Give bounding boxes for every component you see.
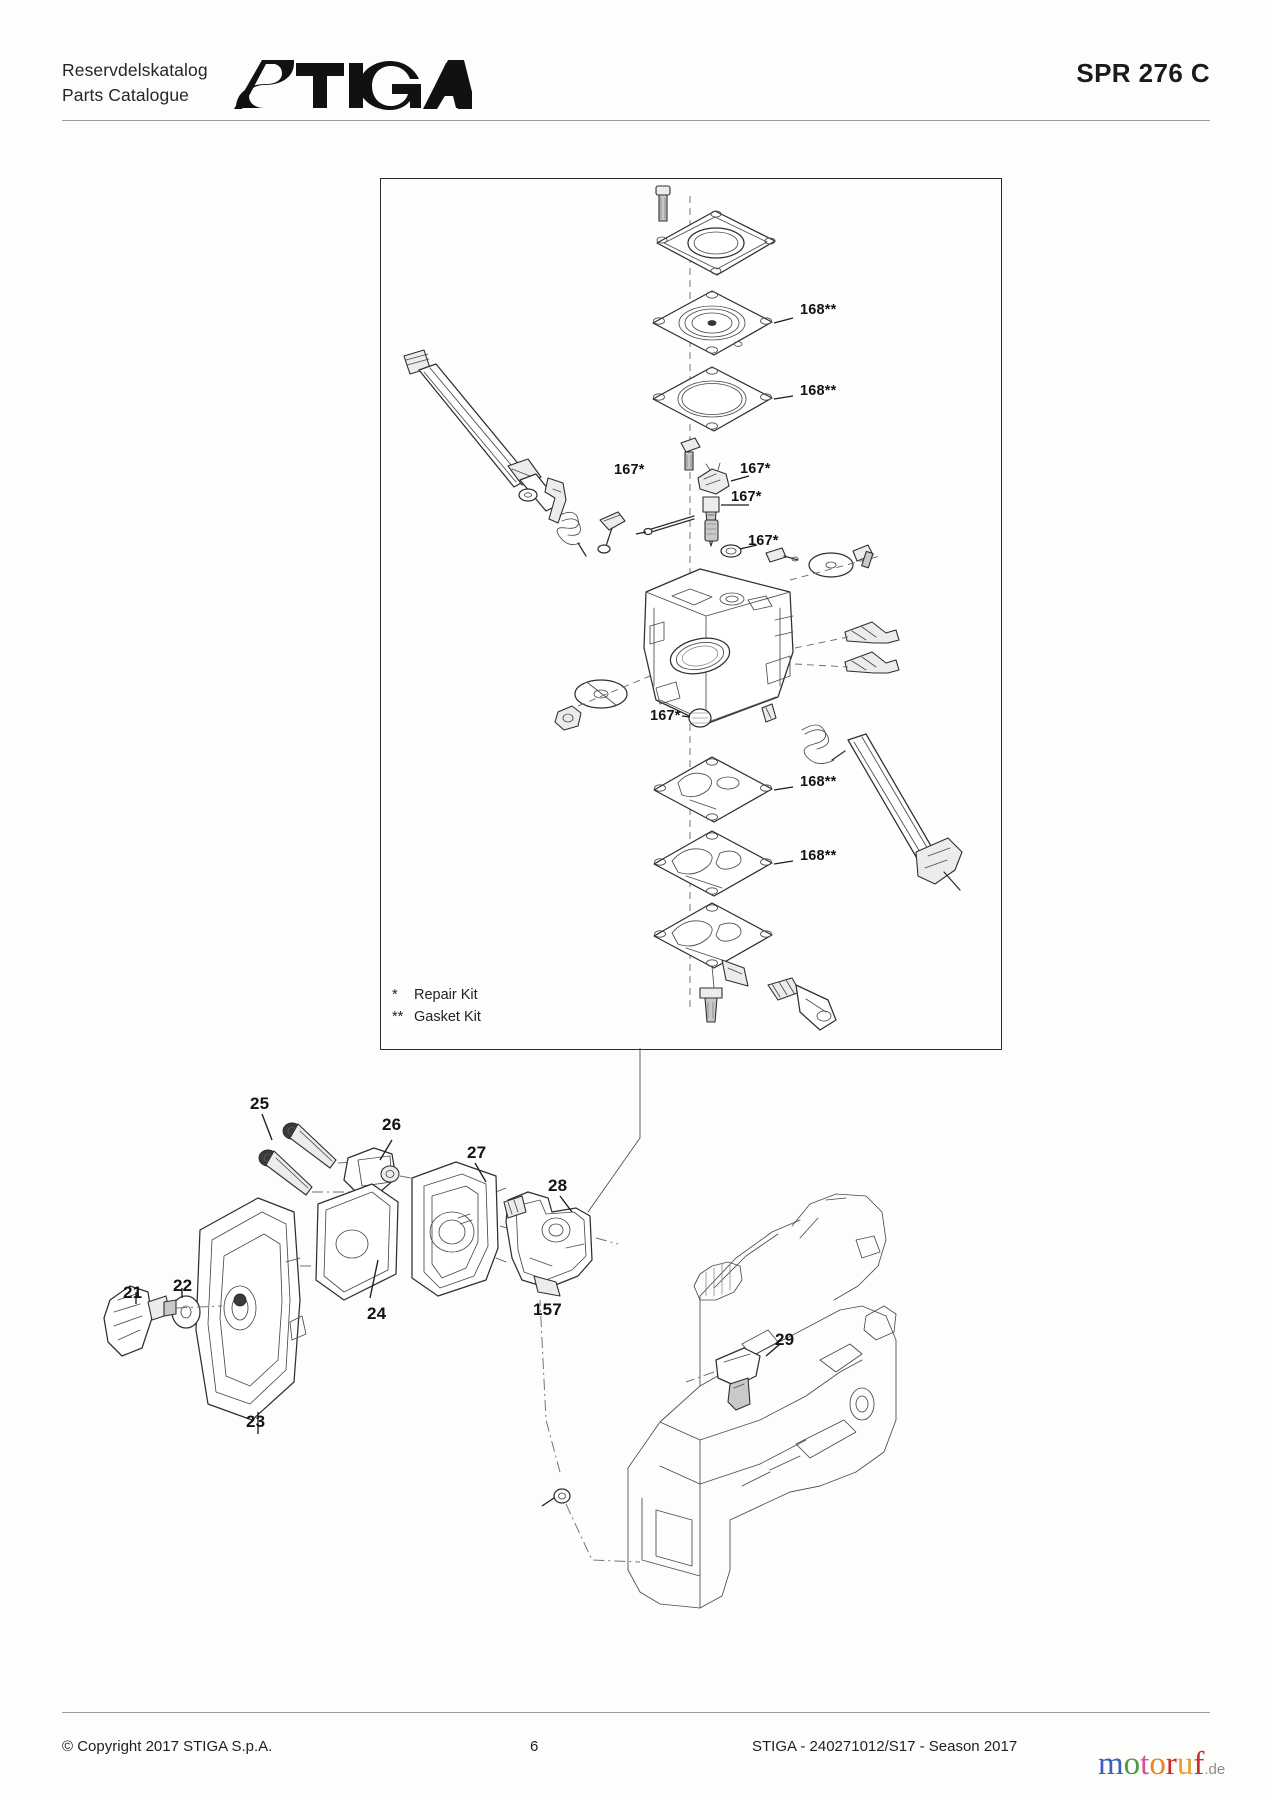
legend-row-gasket-kit: ** Gasket Kit bbox=[392, 1007, 481, 1029]
stiga-logo bbox=[234, 60, 472, 110]
page-title: SPR 276 C bbox=[1076, 58, 1210, 88]
watermark-letter: u bbox=[1176, 1746, 1194, 1782]
motoruf-watermark: motoruf.de bbox=[1098, 1748, 1225, 1781]
callout-168-b: 168** bbox=[800, 383, 837, 399]
callout-24: 24 bbox=[367, 1304, 387, 1323]
callout-28: 28 bbox=[548, 1176, 568, 1195]
callout-167-d: 167* bbox=[748, 533, 779, 549]
copyright-text: © Copyright 2017 STIGA S.p.A. bbox=[62, 1738, 273, 1755]
page-header: Reservdelskatalog Parts Catalogue SPR 27… bbox=[62, 52, 1210, 124]
callout-157: 157 bbox=[533, 1300, 562, 1319]
callout-167-e: 167* bbox=[650, 708, 681, 724]
catalogue-label: Reservdelskatalog Parts Catalogue bbox=[62, 58, 208, 108]
callout-167-b: 167* bbox=[740, 461, 771, 477]
part-21-knob bbox=[103, 1285, 223, 1357]
callout-167-c: 167* bbox=[731, 489, 762, 505]
legend-row-repair-kit: * Repair Kit bbox=[392, 985, 481, 1007]
catalogue-label-sv: Reservdelskatalog bbox=[62, 60, 208, 80]
callout-168-c: 168** bbox=[800, 774, 837, 790]
watermark-letter: m bbox=[1098, 1746, 1124, 1782]
page-number: 6 bbox=[530, 1738, 539, 1755]
callout-26: 26 bbox=[382, 1115, 402, 1134]
part-25-screws bbox=[258, 1113, 393, 1196]
callout-21: 21 bbox=[123, 1283, 143, 1302]
part-26-clamp bbox=[343, 1139, 433, 1193]
watermark-suffix: .de bbox=[1204, 1761, 1226, 1778]
part-engine-housing bbox=[627, 1193, 897, 1609]
carburettor-diagram-frame bbox=[380, 178, 1002, 1050]
part-27-housing bbox=[411, 1161, 529, 1297]
watermark-letter: f bbox=[1193, 1746, 1205, 1782]
callout-23: 23 bbox=[246, 1412, 266, 1431]
part-24-filter bbox=[300, 1183, 399, 1301]
part-28-carburettor bbox=[503, 1191, 619, 1297]
part-29-plug bbox=[685, 1343, 781, 1411]
callout-27: 27 bbox=[467, 1143, 487, 1162]
footer-divider bbox=[62, 1712, 1210, 1713]
legend-text-gasket-kit: Gasket Kit bbox=[414, 1008, 481, 1025]
document-reference: STIGA - 240271012/S17 - Season 2017 bbox=[752, 1738, 1018, 1755]
page-footer: © Copyright 2017 STIGA S.p.A. 6 STIGA - … bbox=[62, 1738, 1210, 1778]
legend-mark-double-star: ** bbox=[392, 1008, 404, 1025]
callout-167-a: 167* bbox=[614, 462, 645, 478]
header-divider bbox=[62, 120, 1210, 121]
watermark-letter: o bbox=[1123, 1746, 1141, 1782]
diagram-legend: * Repair Kit ** Gasket Kit bbox=[392, 985, 481, 1029]
callout-22: 22 bbox=[173, 1276, 193, 1295]
callout-168-a: 168** bbox=[800, 302, 837, 318]
callout-168-d: 168** bbox=[800, 848, 837, 864]
legend-mark-single-star: * bbox=[392, 987, 398, 1003]
callout-25: 25 bbox=[250, 1094, 270, 1113]
watermark-letter: r bbox=[1165, 1746, 1177, 1782]
legend-text-repair-kit: Repair Kit bbox=[414, 987, 478, 1003]
watermark-letter: t bbox=[1140, 1746, 1150, 1782]
watermark-letters: motoruf bbox=[1098, 1746, 1204, 1782]
callout-29: 29 bbox=[775, 1330, 795, 1349]
part-157-washer bbox=[539, 1299, 641, 1563]
catalogue-label-en: Parts Catalogue bbox=[62, 84, 189, 105]
part-23-cover bbox=[195, 1197, 307, 1434]
watermark-letter: o bbox=[1149, 1746, 1166, 1782]
